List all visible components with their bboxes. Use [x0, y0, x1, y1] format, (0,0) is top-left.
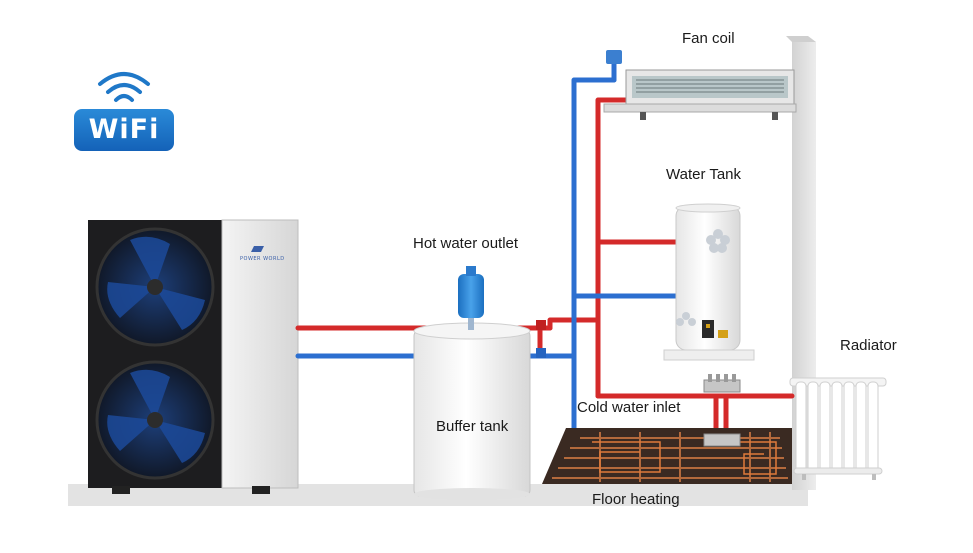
valve-red — [536, 320, 546, 330]
water-tank — [663, 203, 755, 361]
label-floor-heating: Floor heating — [592, 491, 680, 508]
buffer-tank — [413, 322, 531, 500]
fan-coil-unit — [603, 50, 797, 120]
flower-decoration-icon — [676, 229, 730, 326]
valve-blue — [536, 348, 546, 358]
manifold — [703, 374, 741, 447]
brand-logo-icon — [251, 246, 264, 252]
label-radiator: Radiator — [840, 337, 897, 354]
label-cold-water-inlet: Cold water inlet — [577, 399, 681, 416]
floor-heating-loops — [542, 428, 792, 484]
label-buffer-tank: Buffer tank — [436, 418, 509, 435]
brand-name: POWER WORLD — [240, 256, 285, 262]
label-fan-coil: Fan coil — [682, 30, 735, 47]
wall-top — [786, 36, 816, 42]
wifi-logo: WiFi — [74, 109, 174, 151]
hot-water-outlet-vessel — [458, 266, 484, 330]
fan-grille-bottom — [95, 360, 215, 480]
radiator — [789, 377, 887, 480]
heat-pump-unit — [88, 219, 299, 494]
label-water-tank: Water Tank — [666, 166, 742, 183]
label-hot-water-outlet: Hot water outlet — [413, 235, 519, 252]
wifi-icon — [98, 72, 150, 102]
wifi-logo-text: WiFi — [88, 114, 160, 145]
fan-grille-top — [95, 227, 215, 347]
